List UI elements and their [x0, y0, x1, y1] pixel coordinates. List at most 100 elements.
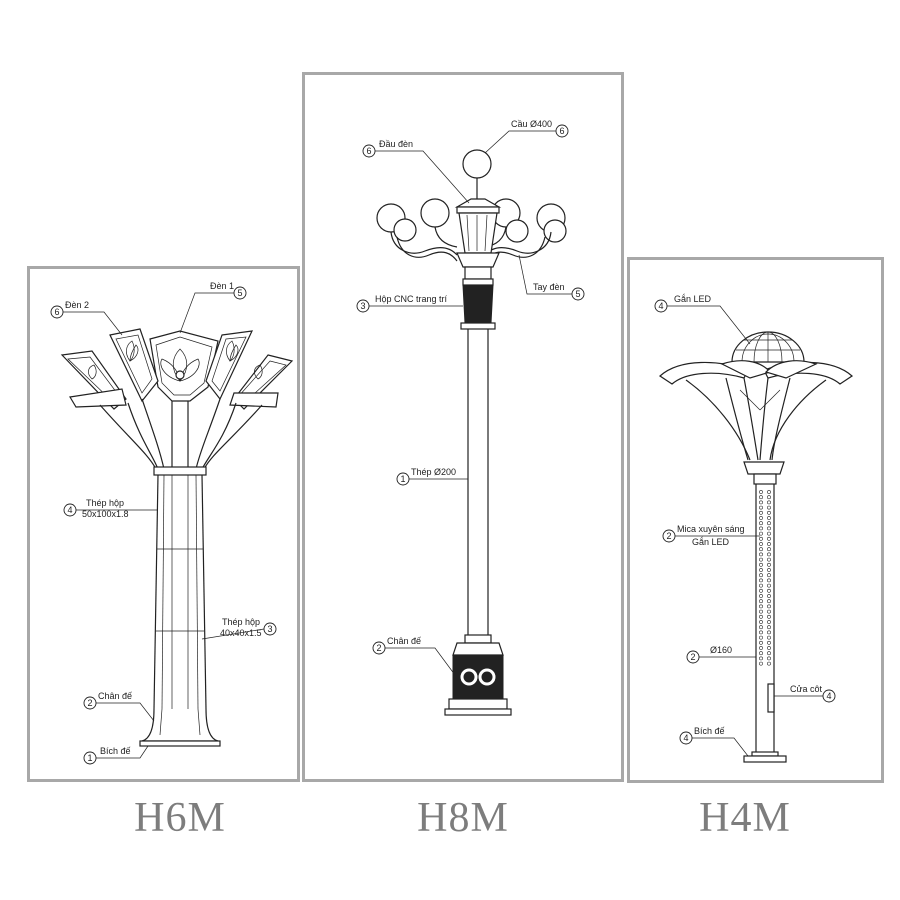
led-dot [759, 656, 763, 661]
led-dot [767, 521, 771, 526]
led-dot [759, 630, 763, 635]
svg-text:6: 6 [559, 126, 564, 136]
h4m-callout-pole: 2 Ø160 [686, 645, 756, 664]
led-dot [759, 510, 763, 515]
led-dot [767, 661, 771, 666]
led-dot [767, 630, 771, 635]
led-dot [767, 557, 771, 562]
h6m-caption: H6M [134, 795, 226, 841]
h6m-arms [99, 398, 263, 470]
led-dot [759, 620, 763, 624]
h4m-drawing: 4 Gắn LED 2 Mica xuyên sáng Gắn LED 2 Ø1… [654, 294, 853, 763]
svg-text:3: 3 [267, 624, 272, 634]
svg-text:5: 5 [237, 288, 242, 298]
h6m-lamp-heads [60, 328, 294, 410]
svg-text:Mica xuyên sáng: Mica xuyên sáng [677, 524, 745, 534]
led-dot [767, 656, 771, 661]
svg-text:6: 6 [366, 146, 371, 156]
h8m-callout-pole: 1 Thép Ø200 [396, 467, 468, 486]
h8m-callout-head: 6 Đầu đèn [362, 139, 470, 204]
led-dot [767, 516, 771, 520]
svg-text:Tay đèn: Tay đèn [533, 282, 565, 292]
led-dot [759, 646, 763, 650]
svg-text:Đầu đèn: Đầu đèn [379, 139, 413, 149]
led-dot [759, 547, 763, 552]
h6m-callout-6: 6 Đèn 2 [50, 300, 123, 336]
led-dot [767, 609, 771, 614]
led-dot [759, 594, 763, 598]
svg-text:2: 2 [666, 531, 671, 541]
led-dot [759, 609, 763, 614]
h4m-callout-base: 4 Bích đế [679, 726, 749, 757]
led-dot [759, 578, 763, 583]
h6m-drawing: 6 Đèn 2 5 Đèn 1 4 Thép hộp 50x100x1.8 3 … [50, 281, 294, 765]
led-dot [759, 490, 763, 494]
h8m-globes [376, 149, 567, 243]
led-dot [767, 562, 771, 567]
h6m-callout-4: 4 Thép hộp 50x100x1.8 [63, 498, 158, 519]
h6m-callout-2: 2 Chân đế [83, 691, 155, 722]
svg-text:1: 1 [87, 753, 92, 763]
h8m-callout-arm: 5 Tay đèn [518, 254, 585, 301]
h8m-caption: H8M [417, 795, 509, 841]
svg-text:1: 1 [400, 474, 405, 484]
led-dot [767, 599, 771, 604]
led-dot [767, 495, 771, 500]
led-dot [759, 573, 763, 578]
svg-text:Hộp CNC trang trí: Hộp CNC trang trí [375, 294, 448, 304]
led-dot [759, 500, 763, 505]
led-dot [767, 573, 771, 578]
led-dot [759, 568, 763, 572]
svg-text:Chân đế: Chân đế [98, 691, 132, 701]
led-dot [759, 557, 763, 562]
led-dot [759, 562, 763, 567]
led-dot [759, 583, 763, 588]
h4m-callout-mica: 2 Mica xuyên sáng Gắn LED [662, 524, 760, 547]
led-dot [759, 521, 763, 526]
led-dot [767, 594, 771, 598]
h4m-column [743, 461, 787, 763]
led-dot [767, 536, 771, 541]
svg-text:50x100x1.8: 50x100x1.8 [82, 509, 129, 519]
svg-text:Đèn 1: Đèn 1 [210, 281, 234, 291]
led-dot [767, 646, 771, 650]
led-dot [759, 542, 763, 546]
led-dot [759, 640, 763, 645]
h8m-panel: 6 Cầu Ø400 6 Đầu đèn 3 Hộp CNC trang trí… [302, 72, 624, 782]
led-dot [767, 531, 771, 536]
h6m-column [139, 466, 221, 747]
h8m-pole [464, 329, 492, 644]
led-dot [767, 578, 771, 583]
svg-text:Thép Ø200: Thép Ø200 [411, 467, 456, 477]
h8m-drawing: 6 Cầu Ø400 6 Đầu đèn 3 Hộp CNC trang trí… [356, 119, 585, 716]
led-dot [767, 542, 771, 546]
led-dot [759, 588, 763, 593]
led-dot [767, 505, 771, 510]
led-dot [767, 490, 771, 494]
svg-text:4: 4 [658, 301, 663, 311]
svg-text:5: 5 [575, 289, 580, 299]
led-dot [759, 635, 763, 640]
led-dot [759, 661, 763, 666]
h8m-callout-base: 2 Chân đế [372, 636, 456, 676]
h6m-panel: 6 Đèn 2 5 Đèn 1 4 Thép hộp 50x100x1.8 3 … [27, 266, 300, 782]
svg-text:3: 3 [360, 301, 365, 311]
led-dot [767, 552, 771, 557]
svg-text:6: 6 [54, 307, 59, 317]
h8m-callout-globe: 6 Cầu Ø400 [484, 119, 569, 154]
led-dot [767, 620, 771, 624]
led-dot [759, 526, 763, 531]
svg-text:Đèn 2: Đèn 2 [65, 300, 89, 310]
led-dot [759, 604, 763, 609]
h4m-callout-led: 4 Gắn LED [654, 294, 751, 345]
h6m-callout-5: 5 Đèn 1 [179, 281, 247, 334]
svg-text:2: 2 [690, 652, 695, 662]
led-dot [759, 505, 763, 510]
led-dot [767, 640, 771, 645]
h4m-led-dome [731, 331, 805, 363]
led-dot [759, 516, 763, 520]
led-dot [767, 547, 771, 552]
svg-text:Chân đế: Chân đế [387, 636, 421, 646]
svg-text:2: 2 [376, 643, 381, 653]
svg-text:Cửa côt: Cửa côt [790, 684, 823, 694]
